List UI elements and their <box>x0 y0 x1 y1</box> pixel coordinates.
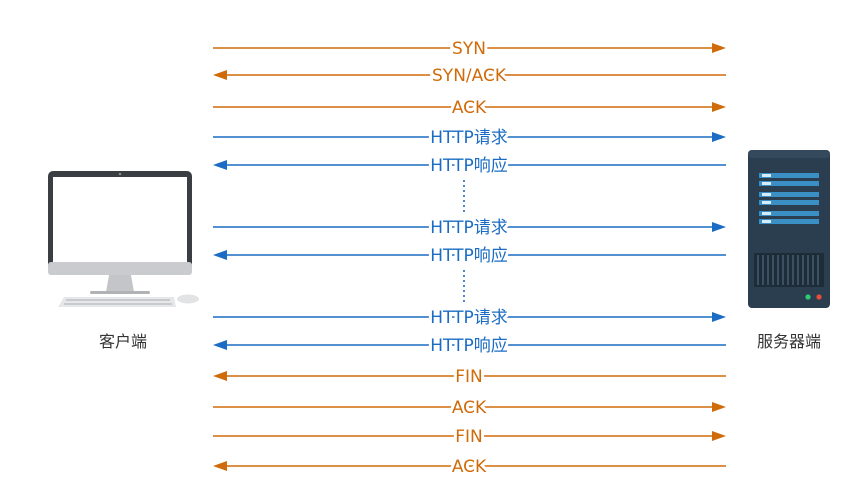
message-label: HTTP响应 <box>430 336 508 356</box>
message-8: HTTP请求 <box>213 305 726 331</box>
message-arrows: SYN SYN/ACK ACK HTTP请求 HTTP响应 HTTP请求 HTTP响应 HTT… <box>213 36 726 480</box>
desktop-computer-icon <box>48 171 199 307</box>
client-label: 客户端 <box>99 332 147 351</box>
message-label: HTTP请求 <box>430 218 508 238</box>
message-label: FIN <box>455 427 483 447</box>
message-11: ACK <box>213 395 726 421</box>
arrow-right-icon <box>712 312 726 322</box>
arrow-right-icon <box>712 132 726 142</box>
message-label: HTTP请求 <box>430 128 508 148</box>
arrow-left-icon <box>213 461 227 471</box>
message-13: ACK <box>213 454 726 480</box>
arrow-left-icon <box>213 160 227 170</box>
message-1: SYN <box>213 36 726 62</box>
message-10: FIN <box>213 364 726 390</box>
message-label: SYN/ACK <box>432 66 507 86</box>
message-label: HTTP请求 <box>430 308 508 328</box>
message-7: HTTP响应 <box>213 243 726 269</box>
message-label: FIN <box>455 367 483 387</box>
arrow-right-icon <box>712 102 726 112</box>
arrow-right-icon <box>712 402 726 412</box>
message-label: ACK <box>452 98 487 118</box>
message-2: SYN/ACK <box>213 63 726 89</box>
server-label: 服务器端 <box>757 332 821 351</box>
message-9: HTTP响应 <box>213 333 726 359</box>
arrow-left-icon <box>213 371 227 381</box>
message-label: HTTP响应 <box>430 246 508 266</box>
message-label: SYN <box>452 39 486 59</box>
arrow-left-icon <box>213 340 227 350</box>
message-label: HTTP响应 <box>430 156 508 176</box>
message-6: HTTP请求 <box>213 215 726 241</box>
message-4: HTTP请求 <box>213 125 726 151</box>
message-label: ACK <box>452 398 487 418</box>
server-tower-icon <box>748 150 830 308</box>
message-5: HTTP响应 <box>213 153 726 179</box>
arrow-left-icon <box>213 250 227 260</box>
arrow-left-icon <box>213 70 227 80</box>
message-label: ACK <box>452 457 487 477</box>
arrow-right-icon <box>712 43 726 53</box>
arrow-right-icon <box>712 431 726 441</box>
arrow-right-icon <box>712 222 726 232</box>
message-12: FIN <box>213 424 726 450</box>
message-3: ACK <box>213 95 726 121</box>
